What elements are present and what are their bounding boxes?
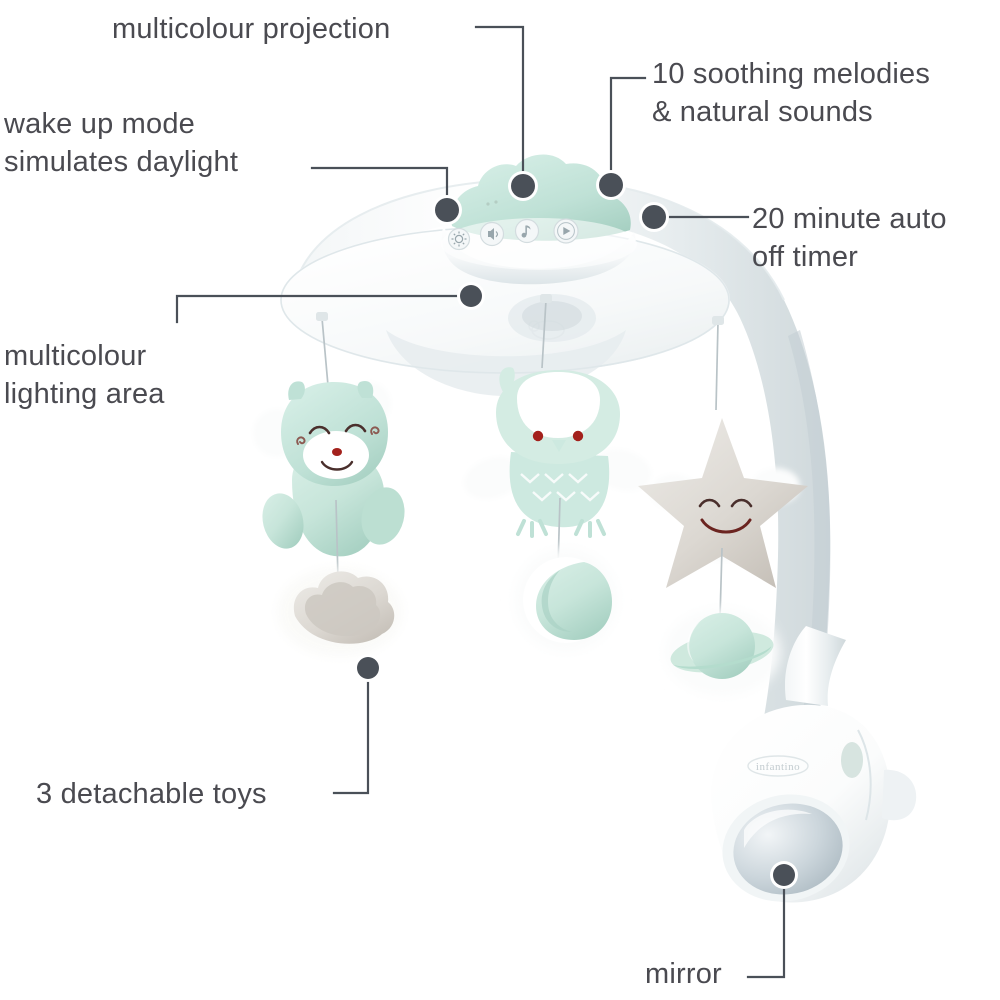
callout-dot-lighting-area[interactable] bbox=[457, 282, 485, 310]
play-icon bbox=[563, 227, 571, 235]
leader-wake-up-mode bbox=[310, 166, 449, 204]
callout-label-wake-up-mode: wake up mode simulates daylight bbox=[4, 108, 239, 179]
callout-dot-multicolour-projection[interactable] bbox=[508, 171, 538, 201]
music-note-icon bbox=[521, 225, 531, 238]
callout-dots bbox=[354, 170, 798, 889]
callout-label-multicolour-projection: multicolour projection bbox=[112, 13, 391, 45]
toy-star[interactable] bbox=[638, 418, 808, 619]
svg-text:infantino: infantino bbox=[756, 761, 800, 773]
leader-mirror bbox=[746, 881, 786, 979]
toy-cloud[interactable] bbox=[278, 568, 402, 656]
callout-label-detachable-toys: 3 detachable toys bbox=[36, 778, 267, 810]
toy-moon[interactable] bbox=[514, 548, 618, 652]
mobile-base-unit: infantino bbox=[711, 626, 917, 903]
toy-owl[interactable] bbox=[458, 367, 656, 569]
sun-icon bbox=[451, 231, 467, 247]
toy-planet[interactable] bbox=[664, 608, 780, 696]
toy-bear[interactable] bbox=[253, 380, 410, 581]
control-button-wake-light[interactable] bbox=[447, 227, 471, 251]
callout-dot-wake-up-mode[interactable] bbox=[432, 195, 462, 225]
callout-label-mirror: mirror bbox=[645, 958, 722, 990]
callout-label-soothing-melodies: 10 soothing melodies & natural sounds bbox=[652, 58, 931, 129]
leader-detachable-toys bbox=[332, 674, 370, 795]
callout-dot-mirror[interactable] bbox=[770, 861, 798, 889]
control-button-melody[interactable] bbox=[514, 218, 540, 244]
callout-leader-lines bbox=[175, 25, 786, 979]
toy-string-clips bbox=[316, 294, 724, 325]
callout-dot-auto-off-timer[interactable] bbox=[639, 202, 669, 232]
brand-logo: infantino bbox=[747, 755, 809, 777]
volume-icon bbox=[488, 228, 499, 240]
control-button-volume[interactable] bbox=[479, 221, 505, 247]
leader-multicolour-projection bbox=[474, 25, 525, 180]
callout-dot-detachable-toys[interactable] bbox=[354, 654, 382, 682]
callout-label-auto-off-timer: 20 minute auto off timer bbox=[752, 203, 947, 274]
callout-label-lighting-area: multicolour lighting area bbox=[4, 340, 165, 411]
leader-lighting-area bbox=[175, 294, 465, 324]
callout-dot-soothing-melodies[interactable] bbox=[596, 170, 626, 200]
projector-lens bbox=[508, 294, 596, 342]
control-button-play[interactable] bbox=[553, 218, 579, 244]
leader-soothing-melodies bbox=[609, 76, 647, 179]
